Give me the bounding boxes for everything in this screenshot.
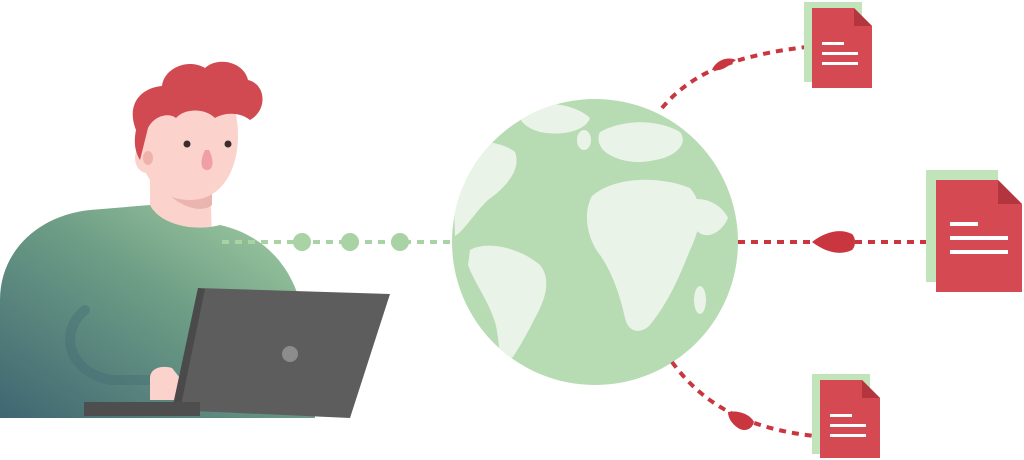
hair — [132, 61, 263, 160]
laptop-logo — [282, 346, 298, 362]
connector-top — [660, 44, 816, 110]
land-europe — [598, 122, 683, 163]
document-fold — [862, 380, 880, 398]
dot — [341, 233, 359, 251]
globe-icon — [452, 99, 738, 385]
document-line — [830, 424, 866, 427]
laptop-base — [84, 402, 200, 416]
document-fold — [854, 8, 872, 26]
dot — [293, 233, 311, 251]
laptop-screen — [172, 288, 390, 418]
teardrop-pin-icon — [728, 411, 754, 430]
land-south-america — [468, 245, 547, 368]
teardrop-pin-icon — [812, 231, 855, 253]
land-africa — [586, 179, 700, 331]
laptop-icon — [84, 288, 390, 418]
document-line — [822, 62, 858, 65]
document-icon — [926, 170, 1022, 292]
dot — [391, 233, 409, 251]
arm-contour — [65, 305, 155, 385]
right-eye — [224, 140, 232, 148]
document-icon — [804, 2, 872, 88]
land-madagascar — [694, 286, 706, 314]
document-line — [822, 52, 858, 55]
left-eye — [183, 140, 191, 148]
hand — [150, 366, 180, 400]
document-page — [820, 380, 880, 458]
document-line — [822, 42, 844, 45]
land-arabia — [688, 199, 728, 236]
document-line — [830, 434, 866, 437]
ear-inner — [143, 151, 153, 165]
document-icon — [812, 374, 880, 458]
laptop-screen-edge — [172, 288, 205, 410]
document-fold — [998, 180, 1022, 204]
document-line — [950, 250, 1008, 254]
land-uk — [577, 130, 591, 150]
document-page — [812, 8, 872, 88]
document-line — [950, 236, 1008, 240]
teardrop-pin-icon — [712, 58, 736, 71]
document-line — [950, 222, 978, 226]
document-line — [830, 414, 852, 417]
connector-bottom — [670, 360, 816, 438]
dotted-connection — [222, 233, 455, 251]
nose — [201, 150, 213, 170]
